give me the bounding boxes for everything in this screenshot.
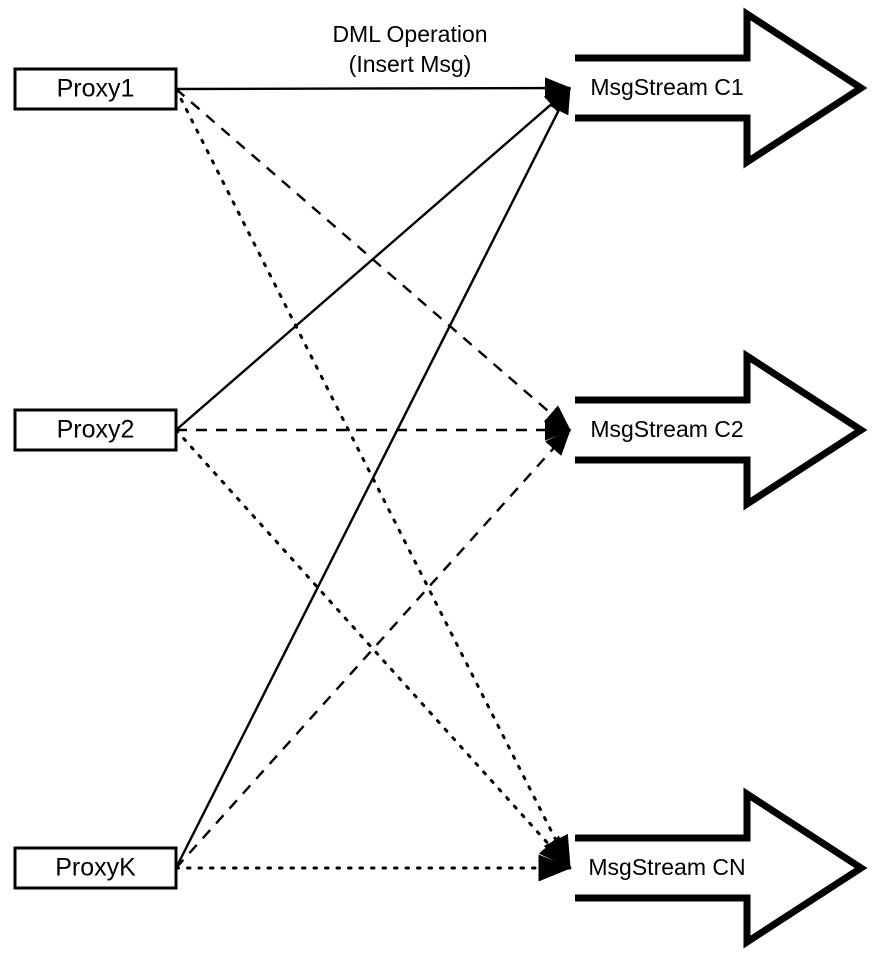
proxy-node-proxy2[interactable]: Proxy2: [13, 408, 178, 452]
msgstream-label: MsgStream C2: [590, 416, 743, 442]
proxy-box-rect: [13, 846, 178, 890]
msgstream-arrow-shape: [575, 349, 868, 511]
proxy-node-proxyK[interactable]: ProxyK: [13, 846, 178, 890]
proxy-node-proxy1[interactable]: Proxy1: [13, 67, 178, 111]
edge-proxy2-to-c1[interactable]: [175, 87, 571, 431]
msgstream-node-c1[interactable]: MsgStream C1: [575, 7, 868, 169]
proxy-label: Proxy2: [57, 416, 135, 444]
proxy-box-rect: [13, 67, 178, 111]
edge-line-solid: [174, 86, 572, 869]
msgstream-node-c2[interactable]: MsgStream C2: [575, 349, 868, 511]
edge-proxy1-to-c1[interactable]: [175, 77, 572, 99]
edge-proxyK-to-c1[interactable]: [174, 86, 572, 869]
msgstream-label: MsgStream CN: [588, 854, 745, 880]
msgstream-node-cn[interactable]: MsgStream CN: [575, 787, 868, 949]
edge-line-solid: [175, 77, 572, 99]
operation-label: DML Operation (Insert Msg): [332, 21, 487, 77]
streams-layer: MsgStream C1 MsgStream C2 MsgStream CN: [575, 7, 868, 949]
edge-line-solid: [175, 87, 571, 431]
msgstream-arrow-shape: [575, 787, 868, 949]
operation-label-line2: (Insert Msg): [349, 51, 472, 77]
edge-proxyK-to-c2[interactable]: [175, 429, 571, 869]
msgstream-arrow-shape: [575, 7, 868, 169]
edge-line-dashed: [175, 429, 571, 869]
msgstream-label: MsgStream C1: [590, 74, 743, 100]
operation-label-line1: DML Operation: [332, 21, 487, 47]
proxy-label: Proxy1: [57, 75, 135, 103]
edges-layer: [174, 77, 572, 882]
proxy-box-rect: [13, 408, 178, 452]
proxy-label: ProxyK: [55, 854, 136, 882]
